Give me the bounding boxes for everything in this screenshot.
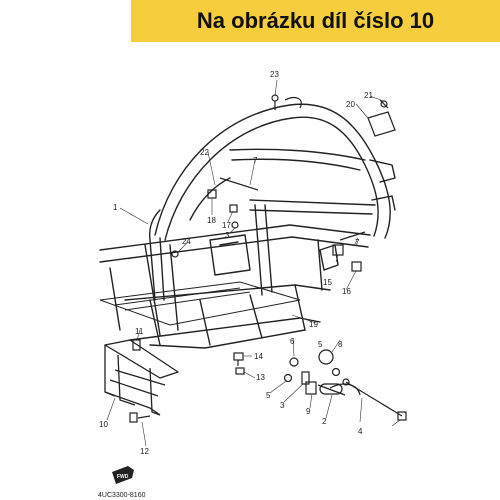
callout-13: 13 <box>256 373 265 382</box>
callout-21: 21 <box>364 91 373 100</box>
callout-5-lower: 5 <box>266 391 271 400</box>
fwd-label: FWD <box>117 474 129 480</box>
callout-22: 22 <box>200 148 209 157</box>
callout-9: 9 <box>306 407 311 416</box>
part-code: 4UC3300-8160 <box>98 492 146 499</box>
hardware-bolts <box>129 177 407 423</box>
main-frame-drawing <box>99 103 396 349</box>
callout-3-lower: 3 <box>280 401 285 410</box>
callout-16: 16 <box>342 287 351 296</box>
callout-7-upper: 7 <box>253 156 258 165</box>
callout-4: 4 <box>358 427 363 436</box>
title-banner: Na obrázku díl číslo 10 <box>131 0 500 42</box>
fwd-arrow-icon: FWD <box>112 466 134 484</box>
callout-6: 6 <box>290 337 295 346</box>
callout-12: 12 <box>140 447 149 456</box>
callout-1: 1 <box>113 203 118 212</box>
callout-24: 24 <box>182 237 191 246</box>
callout-5-upper: 5 <box>318 340 323 349</box>
floor-plate-outline <box>99 281 301 326</box>
callout-14: 14 <box>254 352 263 361</box>
callout-8: 8 <box>338 340 343 349</box>
callout-23: 23 <box>270 70 279 79</box>
part-10-bracket <box>104 339 179 416</box>
leader-lines <box>106 79 401 447</box>
callout-20: 20 <box>346 100 355 109</box>
callout-2: 2 <box>322 417 327 426</box>
callout-11: 11 <box>135 327 144 336</box>
callout-18: 18 <box>207 216 216 225</box>
part-20-bracket <box>367 99 396 137</box>
callout-15: 15 <box>323 278 332 287</box>
callout-labels: 23 21 20 22 7 1 18 17 3 24 7 15 16 19 11… <box>99 70 373 456</box>
callout-19: 19 <box>309 320 318 329</box>
callout-17: 17 <box>222 221 231 230</box>
callout-7-right: 7 <box>355 238 360 247</box>
banner-title: Na obrázku díl číslo 10 <box>196 8 435 33</box>
callout-10: 10 <box>99 420 108 429</box>
callout-3-upper: 3 <box>225 231 230 240</box>
